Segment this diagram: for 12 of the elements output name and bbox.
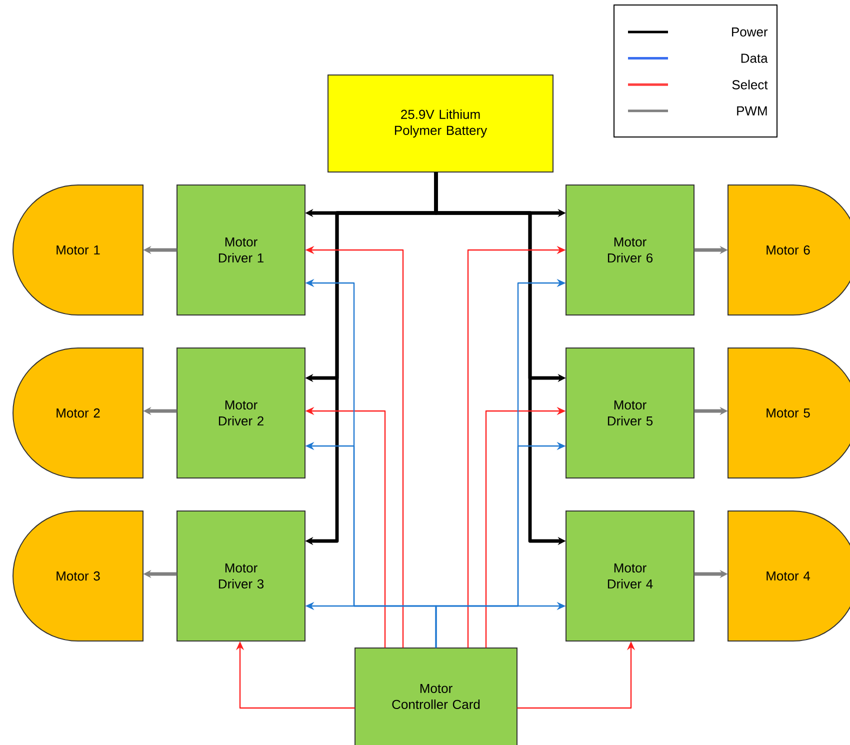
battery-box: 25.9V Lithium Polymer Battery — [328, 74, 554, 172]
legend-label: Select — [732, 80, 768, 90]
driver-box: Motor Driver 6 — [566, 184, 694, 316]
legend-label: PWM — [737, 106, 767, 116]
driver-box: Motor Driver 2 — [176, 348, 306, 478]
driver-box: Motor Driver 1 — [176, 184, 306, 316]
legend-label: Power — [732, 27, 768, 37]
driver-box: Motor Driver 3 — [176, 510, 306, 642]
controller-box: Motor Controller Card — [354, 648, 518, 745]
legend-label: Data — [741, 54, 768, 63]
driver-box: Motor Driver 5 — [566, 348, 694, 478]
driver-box: Motor Driver 4 — [566, 510, 694, 642]
